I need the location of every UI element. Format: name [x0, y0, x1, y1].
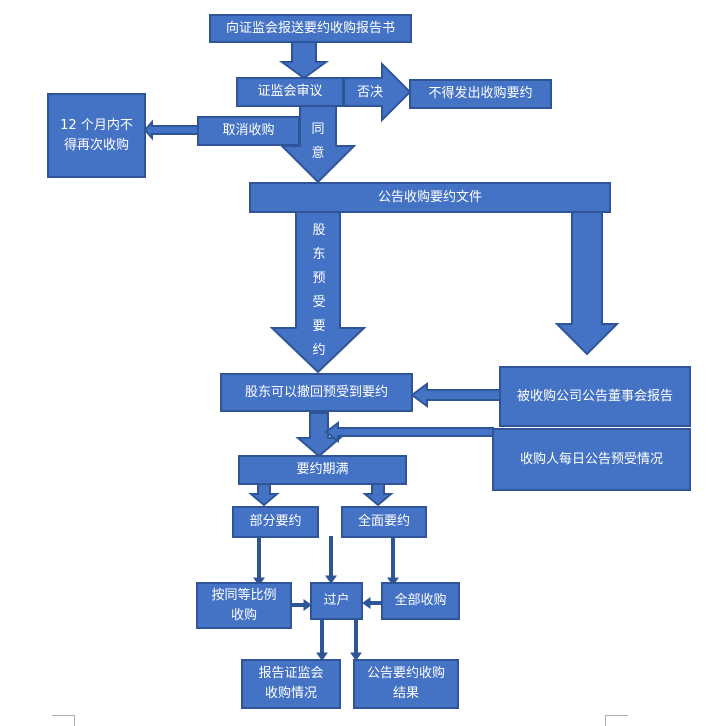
- node-daily-announcement: 收购人每日公告预受情况: [492, 428, 691, 491]
- node-offer-expiry: 要约期满: [238, 455, 407, 485]
- node-full-offer: 全面要约: [341, 506, 427, 538]
- node-no-reacquire: 12 个月内不得再次收购: [47, 93, 146, 178]
- arrowhead-report: [316, 652, 328, 661]
- arrowhead-result: [350, 652, 362, 661]
- page-corner-mark-right: [605, 715, 628, 726]
- node-report-csrc: 报告证监会收购情况: [241, 659, 341, 709]
- node-csrc-review: 证监会审议: [236, 77, 344, 107]
- node-submit-report: 向证监会报送要约收购报告书: [209, 14, 412, 43]
- arrow-announce-to-board: [554, 211, 620, 356]
- page-corner-mark-left: [52, 715, 75, 726]
- arrowhead-fullacq: [387, 577, 399, 586]
- arrow-reject: [343, 61, 412, 123]
- arrow-daily-to-expiry: [324, 421, 494, 443]
- arrow-board-to-withdraw: [410, 382, 501, 408]
- label-shareholder-accept: 股东预受要约: [312, 223, 326, 358]
- node-cancel-acquisition: 取消收购: [197, 116, 300, 146]
- arrow-submit-to-review: [278, 41, 330, 80]
- node-full-acquisition: 全部收购: [381, 582, 460, 620]
- label-agree: 同意: [311, 122, 325, 161]
- arrow-expiry-to-partial: [248, 483, 280, 507]
- arrowhead-transfer-left: [303, 599, 312, 611]
- arrowhead-transfer-right: [362, 597, 371, 609]
- node-no-offer: 不得发出收购要约: [409, 79, 552, 109]
- node-pro-rata: 按同等比例收购: [196, 582, 292, 629]
- node-announce-offer: 公告收购要约文件: [249, 182, 611, 213]
- node-target-board-report: 被收购公司公告董事会报告: [499, 366, 691, 427]
- arrow-cancel-to-no-reacquire: [143, 119, 199, 141]
- arrowhead-transfer-top: [325, 575, 337, 584]
- arrow-withdraw-to-expiry: [295, 412, 343, 458]
- node-partial-offer: 部分要约: [232, 506, 319, 538]
- arrow-expiry-to-full: [362, 483, 394, 507]
- arrow-agree: [279, 105, 357, 184]
- arrowhead-prorata: [253, 577, 265, 586]
- node-transfer: 过户: [310, 582, 363, 620]
- arrow-shareholder-accept: [269, 211, 367, 374]
- node-withdraw-acceptance: 股东可以撤回预受到要约: [220, 373, 413, 412]
- label-reject: 否决: [356, 85, 383, 100]
- node-announce-result: 公告要约收购结果: [353, 659, 459, 709]
